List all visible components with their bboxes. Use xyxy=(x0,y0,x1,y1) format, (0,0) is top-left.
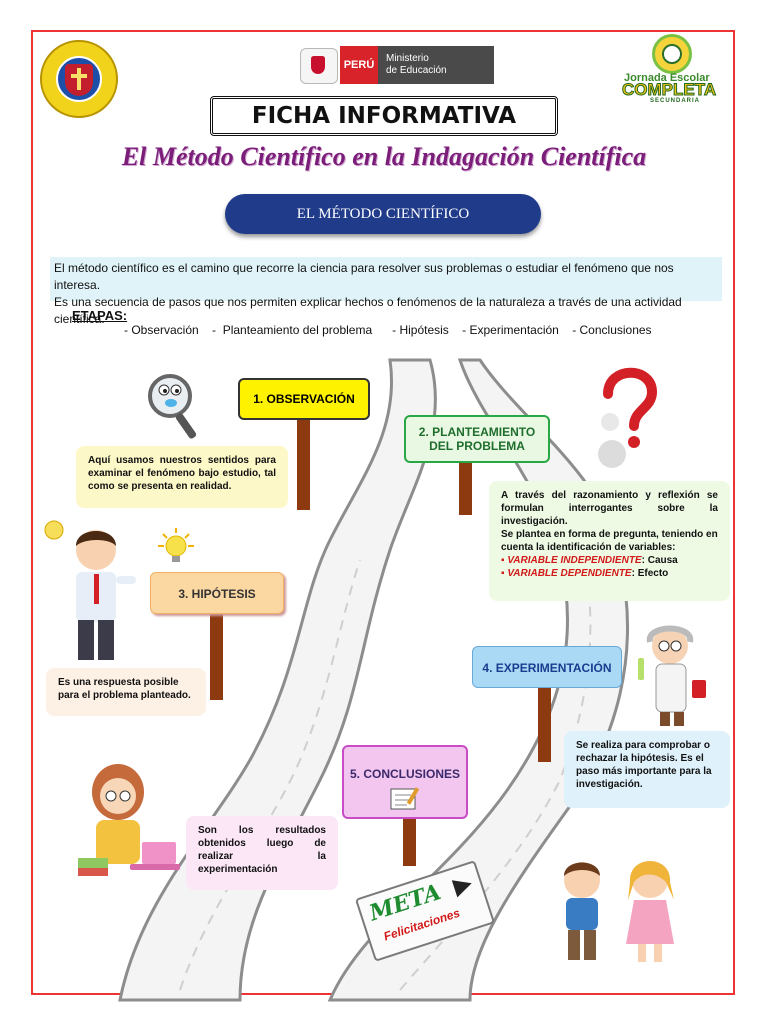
shield-icon xyxy=(65,64,93,96)
lightbulb-icon xyxy=(158,528,194,562)
ministry-name-line2: de Educación xyxy=(386,65,447,76)
jornada-line2: COMPLETA xyxy=(621,80,717,100)
bullet-icon: ▪ xyxy=(501,555,508,566)
sign-hipotesis: 3. HIPÓTESIS xyxy=(150,572,284,614)
signpost-pole xyxy=(403,806,416,866)
school-emblem-logo xyxy=(40,40,118,118)
planteamiento-text-card: A través del razonamiento y reflexión se… xyxy=(489,481,730,601)
sign-planteamiento: 2. PLANTEAMIENTO DEL PROBLEMA xyxy=(404,415,550,463)
hipotesis-text-card: Es una respuesta posible para el problem… xyxy=(46,668,206,716)
national-crest-icon xyxy=(300,48,338,84)
thinking-boy-illustration xyxy=(44,520,136,660)
conclusiones-text-card: Son los resultados obtenidos luego de re… xyxy=(186,816,338,890)
variable-independiente-row: ▪ VARIABLE INDEPENDIENTE: Causa xyxy=(501,554,718,567)
signpost-pole xyxy=(538,682,551,762)
ministry-name-line1: Ministerio xyxy=(386,53,429,64)
sign-conclusiones: 5. CONCLUSIONES xyxy=(342,745,468,819)
observacion-text-card: Aquí usamos nuestros sentidos para exami… xyxy=(76,446,288,508)
sign-observacion: 1. OBSERVACIÓN xyxy=(238,378,370,420)
scientist-illustration xyxy=(638,625,706,726)
sign-planteamiento-line2: DEL PROBLEMA xyxy=(429,439,525,453)
sign-conclusiones-label: 5. CONCLUSIONES xyxy=(349,767,460,781)
sign-planteamiento-line1: 2. PLANTEAMIENTO xyxy=(418,425,536,439)
variable-dependiente-value: : Efecto xyxy=(631,568,669,579)
variable-independiente-label: VARIABLE INDEPENDIENTE xyxy=(507,555,642,566)
experimentacion-text-card: Se realiza para comprobar o rechazar la … xyxy=(564,731,730,808)
bullet-icon: ▪ xyxy=(501,568,508,579)
intro-line1: El método científico es el camino que re… xyxy=(54,261,674,292)
page-subtitle: El Método Científico en la Indagación Ci… xyxy=(121,142,647,171)
planteamiento-text1: A través del razonamiento y reflexión se… xyxy=(501,490,718,527)
etapas-list: - Observación - Planteamiento del proble… xyxy=(124,323,652,337)
ministry-name: Ministerio de Educación xyxy=(378,46,494,84)
sign-experimentacion: 4. EXPERIMENTACIÓN xyxy=(472,646,622,688)
ministry-logo: PERÚ Ministerio de Educación xyxy=(300,46,494,84)
jornada-line3: SECUNDARIA xyxy=(650,98,701,104)
page-title: FICHA INFORMATIVA xyxy=(210,96,558,136)
etapas-label: ETAPAS: xyxy=(72,308,128,323)
intro-line2: Es una secuencia de pasos que nos permit… xyxy=(54,295,682,326)
jornada-completa-logo: Jornada Escolar COMPLETA SECUNDARIA xyxy=(618,34,728,104)
peru-label: PERÚ xyxy=(340,46,378,84)
magnifier-character-icon xyxy=(148,374,197,439)
variable-dependiente-label: VARIABLE DEPENDIENTE xyxy=(507,568,632,579)
clock-icon xyxy=(662,44,682,64)
variable-dependiente-row: ▪ VARIABLE DEPENDIENTE: Efecto xyxy=(501,567,718,580)
jornada-line1: Jornada Escolar xyxy=(624,72,710,84)
variable-independiente-value: : Causa xyxy=(641,555,678,566)
arrow-right-icon xyxy=(451,880,472,898)
question-mark-person-icon xyxy=(598,367,658,468)
signpost-pole xyxy=(459,455,472,515)
signpost-pole xyxy=(297,410,310,510)
notepad-pen-icon xyxy=(390,787,420,810)
intro-box: El método científico es el camino que re… xyxy=(50,257,722,326)
planteamiento-text2: Se plantea en forma de pregunta, teniend… xyxy=(501,529,718,553)
section-title-pill: EL MÉTODO CIENTÍFICO xyxy=(225,194,541,234)
finish-sign: META Felicitaciones xyxy=(354,860,496,962)
signpost-pole xyxy=(210,608,223,700)
girl-with-laptop-illustration xyxy=(78,764,180,876)
happy-kids-illustration xyxy=(564,861,674,962)
